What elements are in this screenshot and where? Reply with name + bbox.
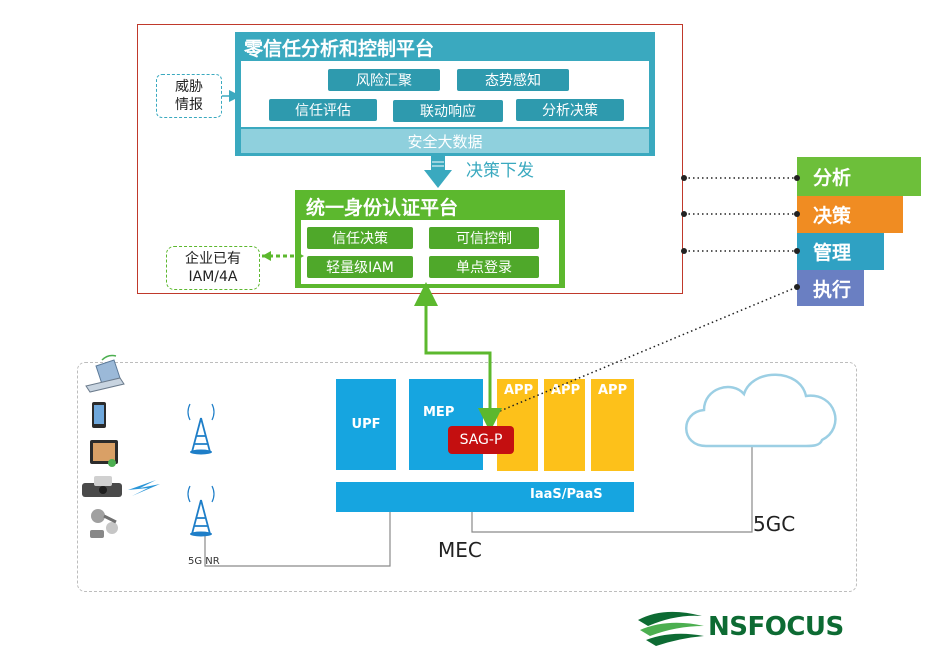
network-area: [77, 362, 857, 592]
iaas-paas-bar: IaaS/PaaS: [336, 482, 634, 512]
sag-p-box: SAG-P: [448, 426, 514, 454]
threat-intel-box: 威胁情报: [156, 74, 222, 118]
robot-icon: [90, 509, 118, 538]
5gc-label: 5GC: [753, 512, 796, 536]
mep-box: MEP: [409, 379, 483, 470]
antenna-icon: [187, 403, 215, 455]
zero-trust-title: 零信任分析和控制平台: [244, 38, 435, 60]
phone-icon: [92, 402, 106, 428]
tablet-icon: [90, 440, 118, 467]
decision-down-arrow: [424, 156, 452, 188]
mec-label: MEC: [438, 538, 482, 562]
analysis-decision-box: 分析决策: [516, 99, 624, 121]
enterprise-iam-line2: IAM/4A: [188, 269, 238, 285]
enterprise-iam-box: 企业已有 IAM/4A: [166, 246, 260, 290]
security-big-data-bar: 安全大数据: [241, 129, 649, 153]
nsfocus-logo-icon: [638, 611, 704, 646]
situation-awareness-box: 态势感知: [457, 69, 569, 91]
linkage-response-box: 联动响应: [393, 100, 503, 122]
network-links: [204, 446, 753, 567]
trust-decision-box: 信任决策: [307, 227, 413, 249]
single-sign-on-box: 单点登录: [429, 256, 539, 278]
5g-nr-label: 5G NR: [188, 556, 220, 567]
step-execution: 执行: [797, 270, 864, 306]
wireless-signal-icon: [128, 480, 160, 496]
step-management: 管理: [797, 233, 884, 270]
lightweight-iam-box: 轻量级IAM: [307, 256, 413, 278]
step-links: [499, 177, 798, 412]
nsfocus-logo-text: NSFOCUS: [708, 612, 844, 642]
laptop-icon: [85, 354, 125, 393]
app-box-1: APP: [497, 379, 538, 471]
step-decision: 决策: [797, 196, 903, 233]
antenna-icon: [187, 485, 215, 537]
trust-evaluation-box: 信任评估: [269, 99, 377, 121]
enterprise-iam-line1: 企业已有: [185, 251, 241, 267]
platform-frame: [137, 24, 683, 294]
app-box-3: APP: [591, 379, 634, 471]
camera-icon: [82, 476, 122, 497]
upf-box: UPF: [336, 379, 396, 470]
sagp-identity-link: [414, 282, 492, 418]
step-analysis: 分析: [797, 157, 921, 196]
risk-aggregation-box: 风险汇聚: [328, 69, 440, 91]
identity-platform-title: 统一身份认证平台: [306, 197, 459, 219]
trusted-control-box: 可信控制: [429, 227, 539, 249]
app-box-2: APP: [544, 379, 585, 471]
decision-issue-label: 决策下发: [466, 161, 534, 181]
cloud-icon: [685, 373, 837, 448]
